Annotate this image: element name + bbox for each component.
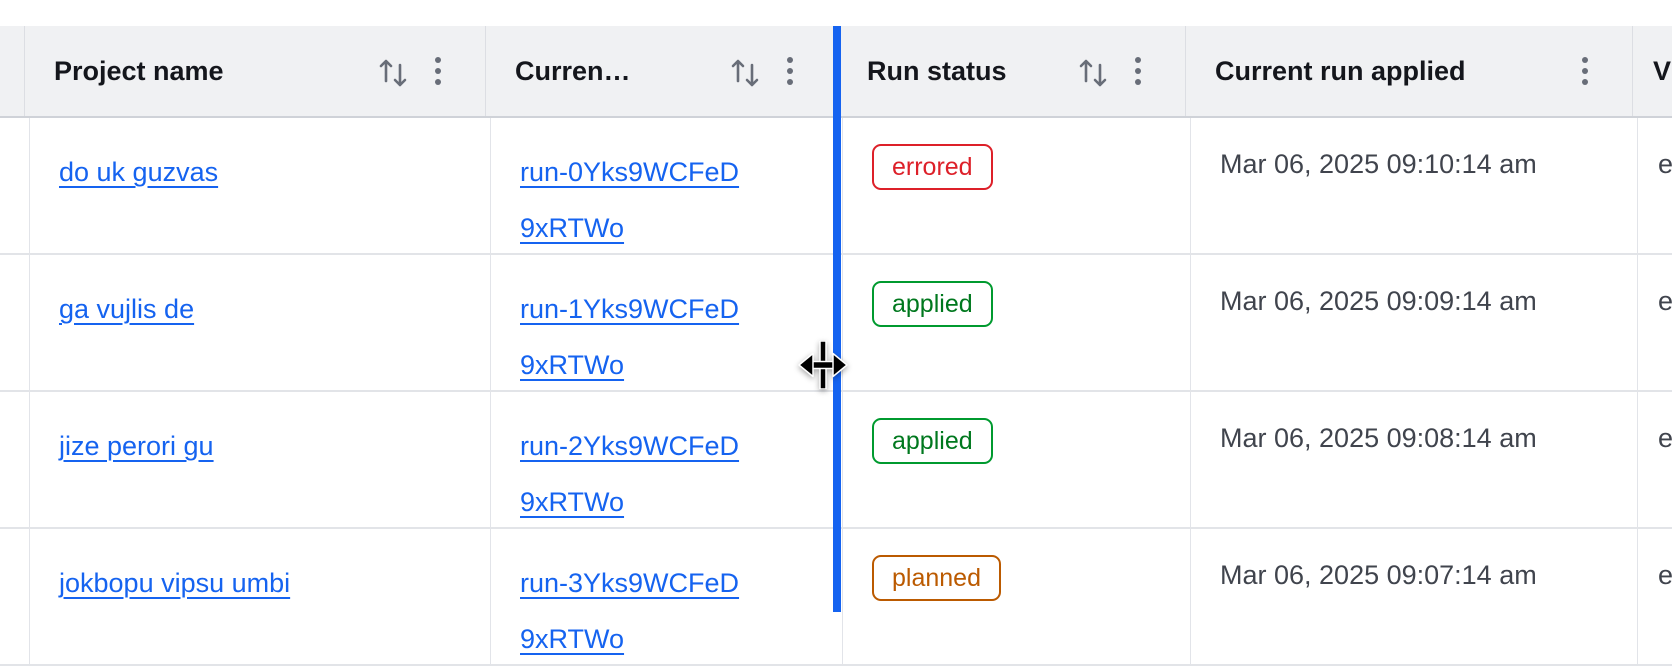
header-cell-current-run-applied: Current run applied bbox=[1186, 26, 1633, 116]
run-applied-timestamp: Mar 06, 2025 09:10:14 am bbox=[1220, 149, 1537, 179]
run-link[interactable]: run-1Yks9WCFeD9xRTWo bbox=[520, 294, 740, 380]
run-status-badge: errored bbox=[872, 144, 993, 190]
header-cell-run-status[interactable]: Run status bbox=[838, 26, 1186, 116]
run-status-badge: applied bbox=[872, 281, 993, 327]
run-link[interactable]: run-0Yks9WCFeD9xRTWo bbox=[520, 157, 740, 243]
cell-edge bbox=[0, 118, 30, 253]
run-applied-timestamp: Mar 06, 2025 09:09:14 am bbox=[1220, 286, 1537, 316]
overflow-cell-text: e bbox=[1658, 286, 1672, 316]
cell-current-run: run-0Yks9WCFeD9xRTWo bbox=[491, 118, 843, 253]
cell-current-run-applied: Mar 06, 2025 09:07:14 am bbox=[1191, 529, 1638, 664]
cell-overflow: e bbox=[1638, 118, 1672, 253]
kebab-icon bbox=[435, 57, 441, 85]
column-label-project-name: Project name bbox=[54, 55, 224, 86]
sort-arrows-icon bbox=[731, 59, 759, 87]
run-status-badge: applied bbox=[872, 418, 993, 464]
cell-project-name: jize perori gu bbox=[30, 392, 491, 527]
cell-current-run: run-3Yks9WCFeD9xRTWo bbox=[491, 529, 843, 664]
project-link[interactable]: do uk guzvas bbox=[59, 157, 219, 187]
column-label-current-run-applied: Current run applied bbox=[1215, 55, 1466, 86]
cell-edge bbox=[0, 255, 30, 390]
run-link[interactable]: run-2Yks9WCFeD9xRTWo bbox=[520, 431, 740, 517]
run-status-badge: planned bbox=[872, 555, 1001, 601]
kebab-icon bbox=[1135, 57, 1141, 85]
column-label-run-status: Run status bbox=[867, 55, 1007, 86]
cell-project-name: jokbopu vipsu umbi bbox=[30, 529, 491, 664]
sort-arrows-icon bbox=[379, 59, 407, 87]
run-applied-timestamp: Mar 06, 2025 09:07:14 am bbox=[1220, 560, 1537, 590]
column-menu-button-run-status[interactable] bbox=[1135, 57, 1141, 85]
column-label-current-run: Curren… bbox=[515, 55, 631, 86]
sort-button-project-name[interactable] bbox=[377, 53, 409, 89]
project-link[interactable]: jize perori gu bbox=[59, 431, 214, 461]
column-menu-button-project-name[interactable] bbox=[435, 57, 441, 85]
run-applied-timestamp: Mar 06, 2025 09:08:14 am bbox=[1220, 423, 1537, 453]
cell-current-run: run-2Yks9WCFeD9xRTWo bbox=[491, 392, 843, 527]
cell-run-status: applied bbox=[843, 392, 1191, 527]
column-menu-button-current-run-applied[interactable] bbox=[1582, 57, 1588, 85]
overflow-cell-text: e bbox=[1658, 560, 1672, 590]
cell-project-name: do uk guzvas bbox=[30, 118, 491, 253]
sort-button-current-run[interactable] bbox=[729, 53, 761, 89]
kebab-icon bbox=[1582, 57, 1588, 85]
cell-current-run-applied: Mar 06, 2025 09:10:14 am bbox=[1191, 118, 1638, 253]
cell-current-run-applied: Mar 06, 2025 09:09:14 am bbox=[1191, 255, 1638, 390]
cell-overflow: e bbox=[1638, 392, 1672, 527]
project-link[interactable]: ga vujlis de bbox=[59, 294, 195, 324]
overflow-cell-text: e bbox=[1658, 423, 1672, 453]
cell-run-status: applied bbox=[843, 255, 1191, 390]
cell-run-status: planned bbox=[843, 529, 1191, 664]
header-cell-project-name[interactable]: Project name bbox=[25, 26, 486, 116]
header-cell-edge bbox=[0, 26, 25, 116]
mouse-cursor-col-resize-icon bbox=[798, 341, 848, 389]
cell-overflow: e bbox=[1638, 255, 1672, 390]
kebab-icon bbox=[787, 57, 793, 85]
sort-button-run-status[interactable] bbox=[1077, 53, 1109, 89]
column-menu-button-current-run[interactable] bbox=[787, 57, 793, 85]
run-link[interactable]: run-3Yks9WCFeD9xRTWo bbox=[520, 568, 740, 654]
cell-project-name: ga vujlis de bbox=[30, 255, 491, 390]
sort-arrows-icon bbox=[1079, 59, 1107, 87]
overflow-cell-text: e bbox=[1658, 149, 1672, 179]
header-cell-overflow: V bbox=[1633, 26, 1672, 116]
column-label-overflow: V bbox=[1653, 55, 1672, 86]
project-link[interactable]: jokbopu vipsu umbi bbox=[59, 568, 291, 598]
cell-run-status: errored bbox=[843, 118, 1191, 253]
cell-edge bbox=[0, 529, 30, 664]
cell-current-run: run-1Yks9WCFeD9xRTWo bbox=[491, 255, 843, 390]
header-cell-current-run[interactable]: Curren… bbox=[486, 26, 838, 116]
cell-current-run-applied: Mar 06, 2025 09:08:14 am bbox=[1191, 392, 1638, 527]
column-resize-indicator-line[interactable] bbox=[833, 26, 841, 612]
cell-overflow: e bbox=[1638, 529, 1672, 664]
cell-edge bbox=[0, 392, 30, 527]
